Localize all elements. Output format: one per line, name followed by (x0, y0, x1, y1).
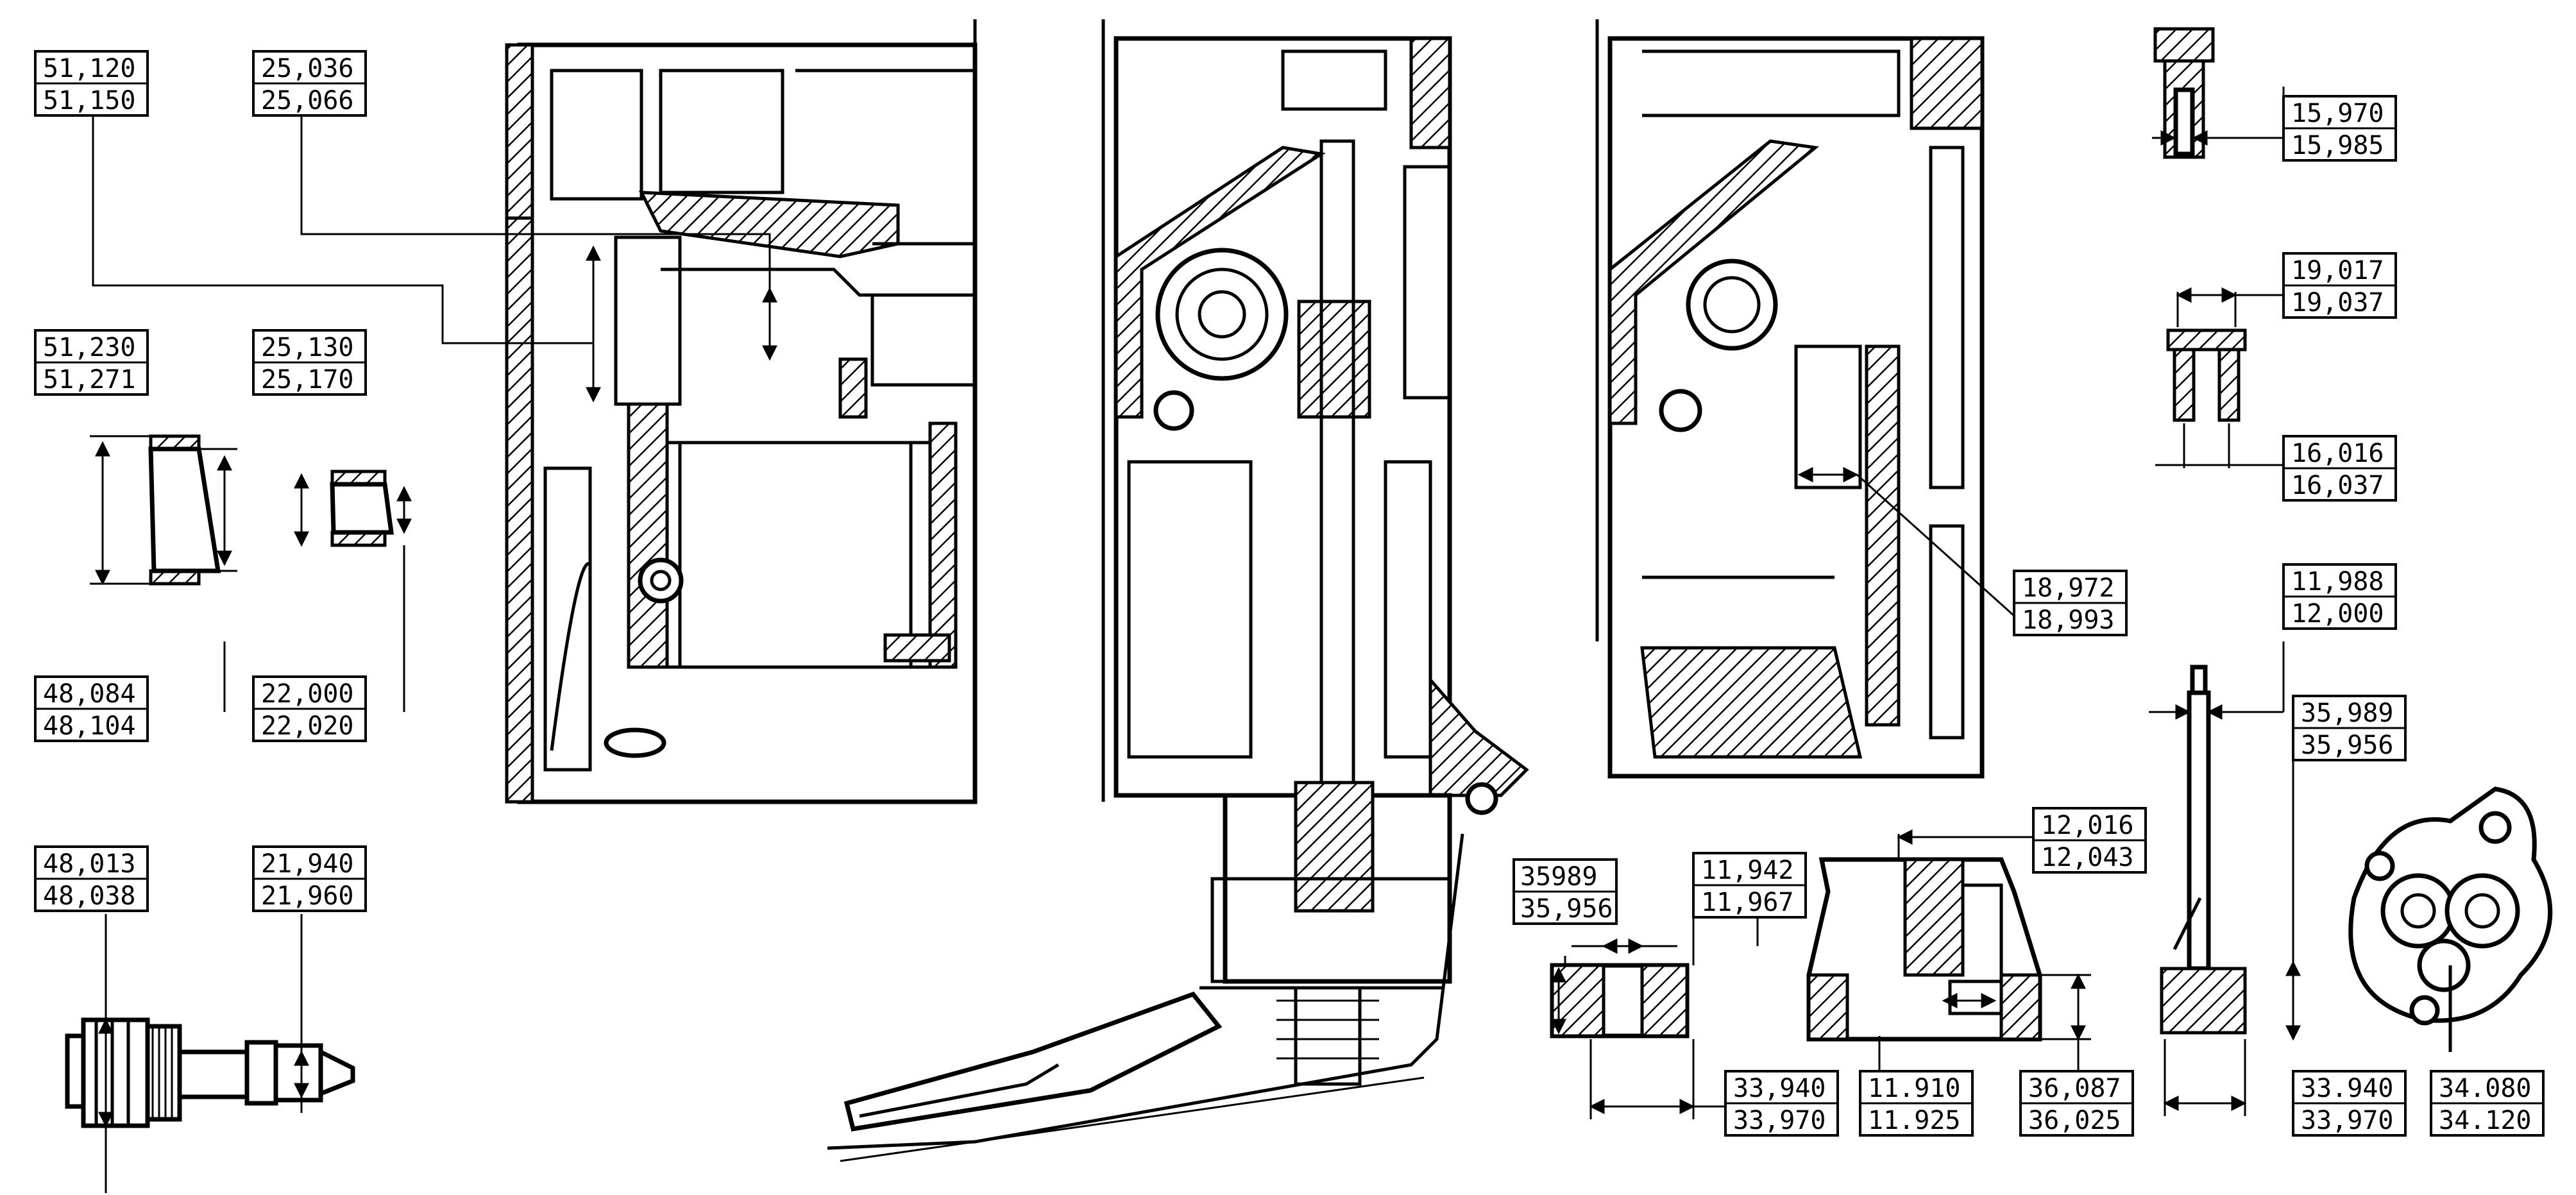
svg-text:11,988: 11,988 (2291, 567, 2384, 597)
svg-text:51,230: 51,230 (43, 333, 136, 362)
dimension-label: 15,970 15,985 (2282, 95, 2397, 162)
svg-text:33,970: 33,970 (1733, 1106, 1826, 1135)
svg-text:25,130: 25,130 (261, 333, 354, 362)
svg-text:21,960: 21,960 (261, 881, 354, 911)
shaft-part (2149, 665, 2301, 1116)
dimension-label: 48,013 48,038 (34, 845, 149, 912)
svg-text:35,956: 35,956 (1520, 894, 1613, 924)
svg-text:25,036: 25,036 (261, 54, 354, 83)
bolt-part (2152, 27, 2284, 159)
svg-text:35,989: 35,989 (2301, 699, 2394, 728)
svg-text:51,120: 51,120 (43, 54, 136, 83)
svg-text:48,084: 48,084 (43, 679, 136, 709)
svg-text:25,170: 25,170 (261, 365, 354, 394)
svg-text:34.080: 34.080 (2439, 1074, 2532, 1103)
svg-text:48,013: 48,013 (43, 849, 136, 879)
crankshaft-part (65, 914, 355, 1193)
svg-text:35989: 35989 (1520, 862, 1597, 892)
dimension-label: 22,000 22,020 (252, 675, 367, 742)
svg-text:15,970: 15,970 (2291, 99, 2384, 128)
dimension-label: 19,017 19,037 (2282, 252, 2397, 319)
dimension-label: 18,972 18,993 (2013, 570, 2128, 636)
dimension-label: 35989 35,956 (1513, 858, 1618, 925)
crankcase-section-oil-pump (827, 19, 1529, 1162)
svg-text:19,017: 19,017 (2291, 256, 2384, 285)
svg-text:51,271: 51,271 (43, 365, 136, 394)
gear-part (1550, 938, 1695, 1119)
dimension-label: 51,120 51,150 (34, 50, 149, 117)
bushing-part (2155, 287, 2284, 468)
svg-text:18,993: 18,993 (2022, 606, 2115, 635)
dimension-label: 33.940 33,970 (2292, 1070, 2407, 1137)
svg-text:35,956: 35,956 (2301, 731, 2394, 760)
dimension-label: 25,036 25,066 (252, 50, 367, 117)
dimension-label: 11.910 11.925 (1859, 1070, 1974, 1137)
pump-cover-part (1806, 829, 2091, 1090)
svg-text:51,150: 51,150 (43, 86, 136, 115)
svg-text:11.910: 11.910 (1868, 1074, 1961, 1103)
svg-text:33.940: 33.940 (2301, 1074, 2394, 1103)
dimension-label: 11,942 11,967 (1692, 852, 1807, 919)
svg-text:11,942: 11,942 (1701, 856, 1794, 885)
pump-housing-part (2348, 786, 2553, 1052)
dimension-label: 48,084 48,104 (34, 675, 149, 742)
svg-text:36,025: 36,025 (2028, 1106, 2121, 1135)
dimension-label: 51,230 51,271 (34, 329, 149, 396)
svg-text:11,967: 11,967 (1701, 888, 1794, 917)
svg-text:48,104: 48,104 (43, 711, 136, 741)
svg-text:34.120: 34.120 (2439, 1106, 2532, 1135)
dimension-label: 33,940 33,970 (1724, 1070, 1839, 1137)
dimension-label: 35,989 35,956 (2292, 695, 2407, 761)
bearing-small (294, 470, 412, 547)
dimension-label: 25,130 25,170 (252, 329, 367, 396)
svg-text:36,087: 36,087 (2028, 1074, 2121, 1103)
svg-text:15,985: 15,985 (2291, 131, 2384, 160)
crankcase-section-left (505, 19, 978, 804)
svg-text:16,037: 16,037 (2291, 471, 2384, 500)
svg-text:33,970: 33,970 (2301, 1106, 2394, 1135)
svg-text:22,000: 22,000 (261, 679, 354, 709)
dimension-labels: 51,120 51,150 25,036 25,066 51,230 51,27… (34, 50, 2545, 1137)
dimension-label: 34.080 34.120 (2430, 1070, 2545, 1137)
svg-text:22,020: 22,020 (261, 711, 354, 741)
dimension-label: 21,940 21,960 (252, 845, 367, 912)
svg-text:16,016: 16,016 (2291, 439, 2384, 468)
bearing-large (90, 434, 237, 586)
svg-text:21,940: 21,940 (261, 849, 354, 879)
dimension-label: 36,087 36,025 (2019, 1070, 2134, 1137)
svg-text:19,037: 19,037 (2291, 288, 2384, 318)
svg-text:18,972: 18,972 (2022, 573, 2115, 603)
svg-text:12,000: 12,000 (2291, 599, 2384, 629)
crankcase-section-right (1595, 19, 1985, 779)
dimension-label: 16,016 16,037 (2282, 435, 2397, 502)
svg-text:11.925: 11.925 (1868, 1106, 1961, 1135)
svg-text:33,940: 33,940 (1733, 1074, 1826, 1103)
svg-text:12,016: 12,016 (2041, 811, 2134, 840)
dimension-label: 11,988 12,000 (2282, 563, 2397, 630)
svg-text:25,066: 25,066 (261, 86, 354, 115)
svg-text:48,038: 48,038 (43, 881, 136, 911)
svg-text:12,043: 12,043 (2041, 843, 2134, 872)
dimension-label: 12,016 12,043 (2032, 807, 2147, 874)
